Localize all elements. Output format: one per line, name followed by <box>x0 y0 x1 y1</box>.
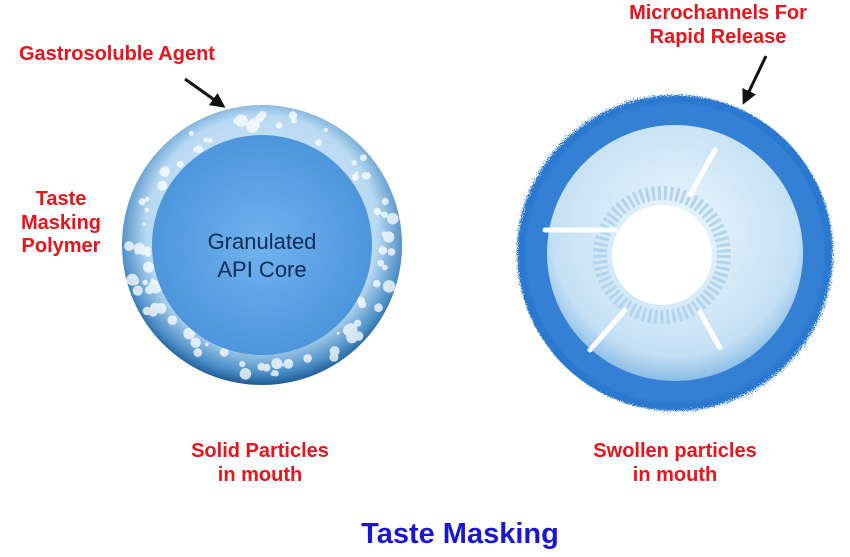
coating-bubble <box>188 130 194 136</box>
coating-bubble <box>144 207 150 213</box>
coating-bubble <box>142 222 146 226</box>
coating-bubble <box>381 197 389 206</box>
gastrosoluble-arrow <box>184 77 226 108</box>
api-core <box>152 135 372 355</box>
coating-bubble <box>288 111 298 120</box>
coating-bubble <box>239 368 252 380</box>
coating-bubble <box>387 212 399 225</box>
coating-bubble <box>351 160 357 166</box>
coating-bubble <box>148 280 162 294</box>
label-solid-particles: Solid Particles in mouth <box>191 440 329 486</box>
coating-bubble <box>280 363 285 367</box>
coating-bubble <box>272 370 279 377</box>
label-swollen-particles: Swollen particles in mouth <box>593 440 757 486</box>
coating-bubble <box>387 235 392 240</box>
coating-bubble <box>126 273 139 286</box>
coating-bubble <box>203 137 209 143</box>
swollen-particle <box>517 95 833 411</box>
coating-bubble <box>387 248 396 256</box>
coating-bubble <box>207 137 213 143</box>
coating-bubble <box>271 358 283 370</box>
coating-bubble <box>258 110 267 119</box>
diagram-title: Taste Masking <box>361 518 559 550</box>
microchannels <box>542 147 723 353</box>
label-api-core: Granulated API Core <box>207 229 317 282</box>
label-microchannels: Microchannels For Rapid Release <box>629 2 807 48</box>
coating-bubble <box>315 139 322 146</box>
coating-bubble <box>193 348 203 357</box>
coating-bubble <box>138 198 146 206</box>
swollen-core-ring <box>593 186 731 324</box>
swollen-core <box>612 205 712 305</box>
coating-bubble <box>377 259 385 267</box>
coating-bubble <box>381 264 388 271</box>
label-gastrosoluble-agent: Gastrosoluble Agent <box>19 43 215 65</box>
microchannels-arrow <box>742 55 768 105</box>
coating-bubble <box>144 196 150 202</box>
coating-bubble <box>159 166 171 177</box>
coating-bubble <box>124 241 134 251</box>
coating-bubble <box>382 280 396 293</box>
coating-bubble <box>323 127 329 133</box>
coating-bubble <box>239 361 246 368</box>
coating-bubble <box>142 261 154 273</box>
coating-bubbles <box>124 110 399 380</box>
coating-bubble <box>157 180 168 191</box>
coating-bubble <box>142 306 152 316</box>
coating-bubble <box>351 173 359 181</box>
label-taste-masking-polymer: Taste Masking Polymer <box>20 188 102 258</box>
coating-bubble <box>329 352 339 362</box>
coating-bubble <box>360 303 365 308</box>
coating-bubble <box>257 362 266 371</box>
coating-bubble <box>354 171 359 175</box>
coating-bubble <box>373 279 381 288</box>
coating-bubble <box>132 285 143 296</box>
coating-bubble <box>139 246 149 256</box>
coating-bubble <box>276 122 283 129</box>
coating-bubble <box>176 160 184 168</box>
coating-bubble <box>192 147 199 153</box>
solid-particle <box>122 105 402 385</box>
coating-bubble <box>373 207 382 216</box>
coating-bubble <box>376 306 382 312</box>
coating-bubble <box>354 319 362 327</box>
coating-bubble <box>343 324 355 336</box>
coating-bubble <box>150 302 160 313</box>
coating-bubble <box>235 114 248 127</box>
coating-bubble <box>364 172 371 180</box>
coating-bubble <box>183 327 196 340</box>
coating-bubble <box>303 354 312 363</box>
coating-bubble <box>142 279 148 286</box>
coating-bubble <box>167 315 178 326</box>
coating-bubble <box>219 347 229 357</box>
coating-bubble <box>251 117 260 127</box>
coating-bubble <box>205 342 209 347</box>
coating-bubble <box>291 117 297 124</box>
coating-bubble <box>381 211 388 218</box>
coating-bubble <box>378 245 388 255</box>
coating-bubble <box>283 358 294 369</box>
coating-bubble <box>336 331 340 335</box>
coating-bubble <box>360 154 367 162</box>
coating-bubble <box>190 337 201 348</box>
